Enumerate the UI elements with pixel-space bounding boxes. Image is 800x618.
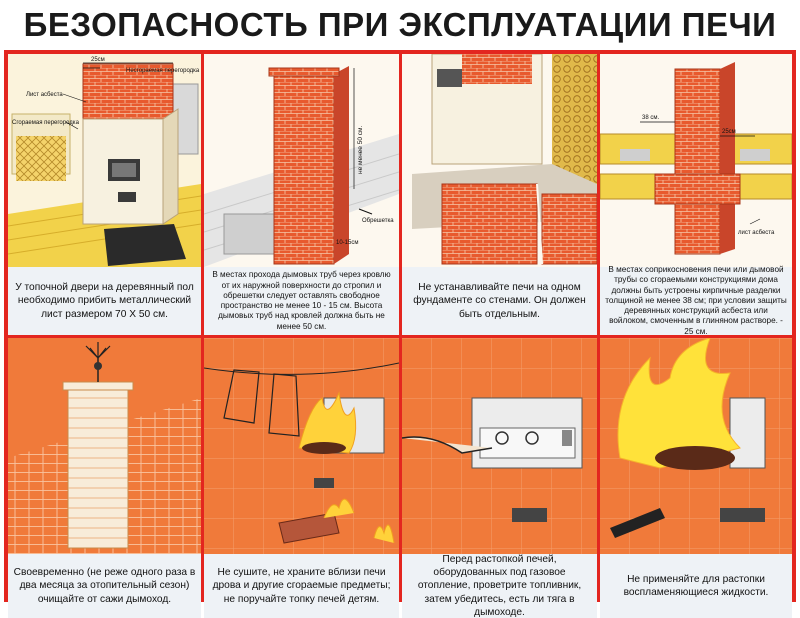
chimney-cleaning-illustration: [8, 338, 201, 554]
caption-no-flammable-liquids: Не применяйте для растопки воспламеняющи…: [600, 554, 792, 618]
fireproof-partition-label: Несгораемая перегородка: [126, 68, 200, 74]
panel-metal-sheet: 25см Несгораемая перегородка Лист асбест…: [8, 54, 201, 335]
drying-near-stove-illustration: [204, 338, 399, 554]
combustible-partition-label: Сгораемая перегородка: [12, 120, 80, 126]
poster-title: БЕЗОПАСНОСТЬ ПРИ ЭКСПЛУАТАЦИИ ПЕЧИ: [23, 6, 777, 43]
poster-frame: 25см Несгораемая перегородка Лист асбест…: [4, 50, 796, 618]
caption-metal-sheet: У топочной двери на деревянный пол необх…: [8, 267, 201, 335]
panel-gas-ventilation: Перед растопкой печей, оборудованных под…: [402, 338, 597, 618]
dim-25-label: 25см: [722, 129, 736, 135]
caption-separate-foundation: Не устанавливайте печи на одном фундамен…: [402, 267, 597, 335]
brick-separation-illustration: 38 см. 25см лист асбеста: [600, 54, 792, 267]
safety-poster: БЕЗОПАСНОСТЬ ПРИ ЭКСПЛУАТАЦИИ ПЕЧИ: [4, 6, 796, 618]
gas-stove-ignition-illustration: [402, 338, 597, 554]
chimney-through-roof-illustration: не менее 50 см. Обрешетка 10-15см: [204, 54, 399, 267]
asbestos-sheet-label: Лист асбеста: [26, 92, 63, 98]
panel-no-flammable-liquids: Не применяйте для растопки воспламеняющи…: [600, 338, 792, 618]
asbestos-sheet-label: лист асбеста: [738, 230, 775, 236]
separate-foundation-illustration: [402, 54, 597, 267]
caption-no-drying: Не сушите, не храните вблизи печи дрова …: [204, 554, 399, 618]
dim-25-label: 25см: [91, 57, 105, 63]
panel-chimney-roof: не менее 50 см. Обрешетка 10-15см В мест…: [204, 54, 399, 335]
gap-10-15-label: 10-15см: [336, 240, 358, 246]
panel-separate-foundation: Не устанавливайте печи на одном фундамен…: [402, 54, 597, 335]
dim-38-label: 38 см.: [642, 115, 659, 121]
panel-clean-chimney: Своевременно (не реже одного раза в два …: [8, 338, 201, 618]
flammable-liquid-fire-illustration: [600, 338, 792, 554]
lath-label: Обрешетка: [362, 218, 394, 224]
caption-gas-ventilation: Перед растопкой печей, оборудованных под…: [402, 554, 597, 618]
caption-brick-separation: В местах соприкосновения печи или дымово…: [600, 265, 792, 335]
caption-chimney-roof: В местах прохода дымовых труб через кров…: [204, 267, 399, 335]
caption-clean-chimney: Своевременно (не реже одного раза в два …: [8, 554, 201, 618]
height-50cm-label: не менее 50 см.: [357, 126, 364, 174]
panel-no-drying: Не сушите, не храните вблизи печи дрова …: [204, 338, 399, 618]
panel-brick-separation: 38 см. 25см лист асбеста В местах соприк…: [600, 54, 792, 335]
stove-on-wooden-floor-illustration: 25см Несгораемая перегородка Лист асбест…: [8, 54, 201, 267]
